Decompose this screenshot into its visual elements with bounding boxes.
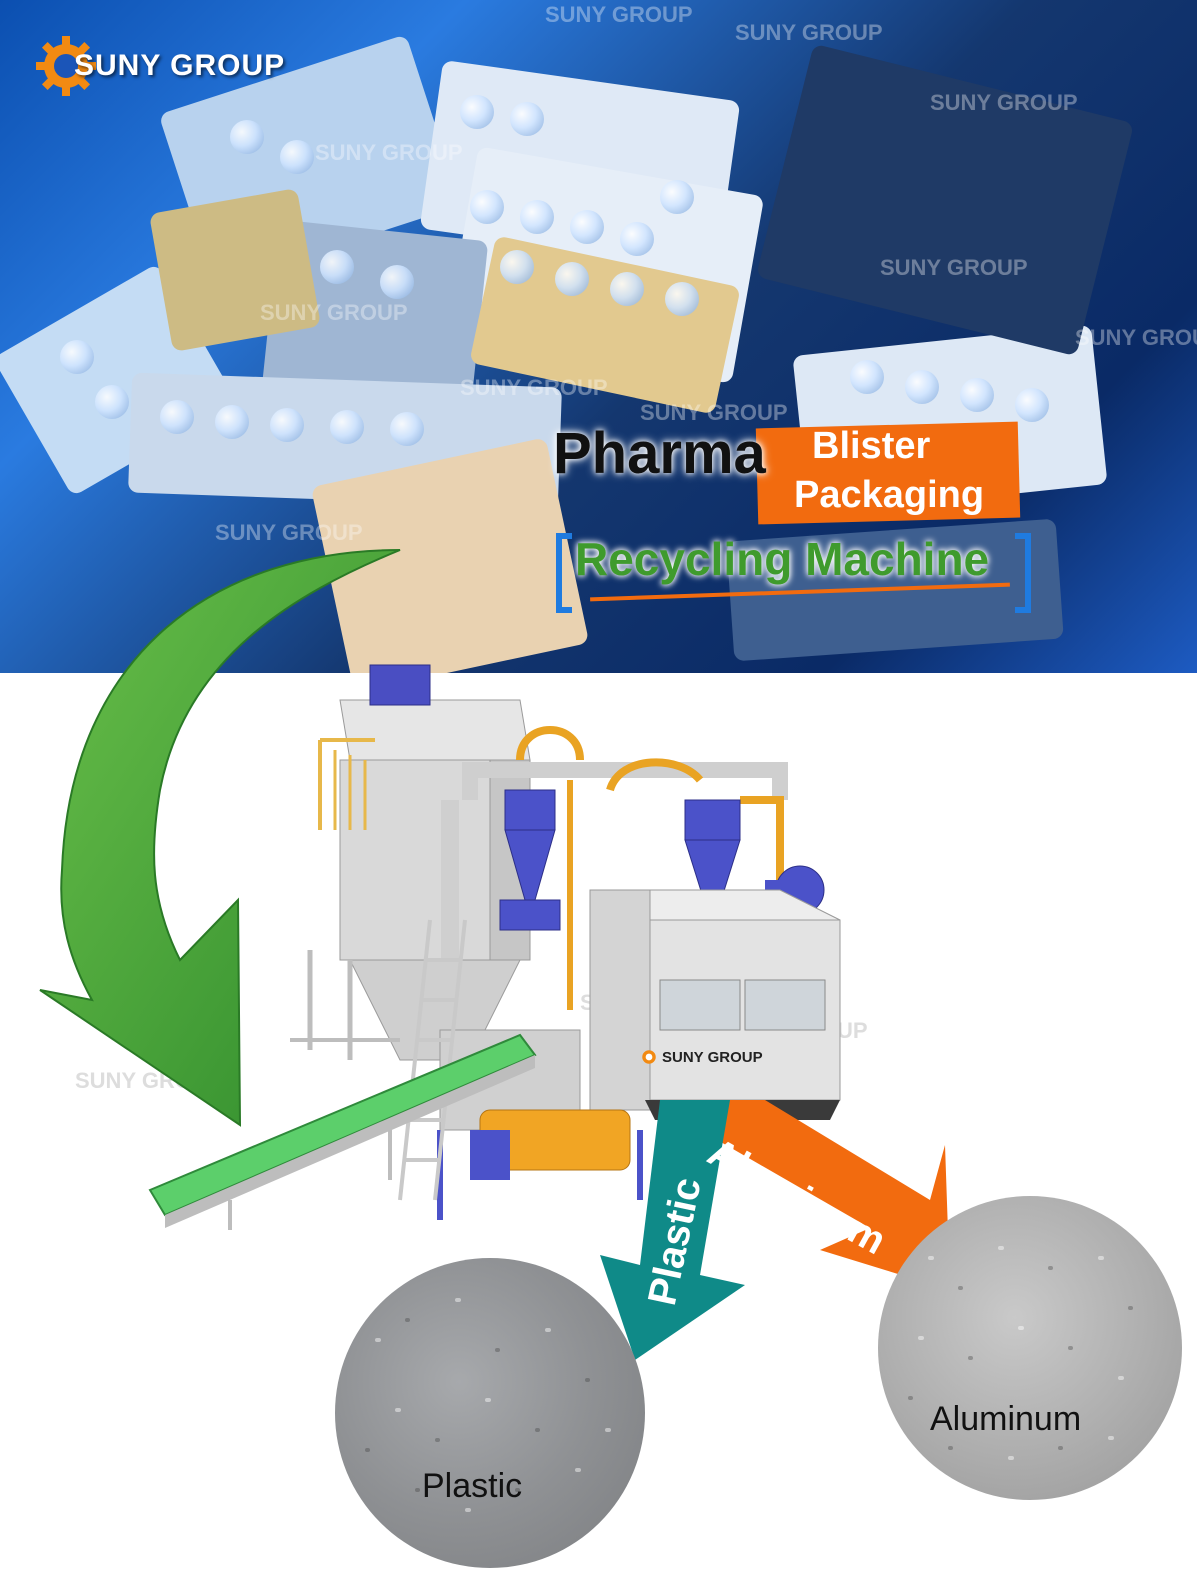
brand-name: SUNY GROUP xyxy=(74,49,286,82)
aluminum-sample-image xyxy=(878,1196,1182,1500)
title-bracket-left xyxy=(556,533,572,613)
watermark: SUNY GROUP xyxy=(315,140,463,165)
machine-brand-label: SUNY GROUP xyxy=(662,1048,763,1066)
plastic-sample-image xyxy=(335,1258,645,1568)
plastic-arrow-icon xyxy=(600,1100,745,1360)
plastic-sample-label: Plastic xyxy=(422,1467,523,1505)
suny-group-logo: SUNY GROUP xyxy=(34,34,285,98)
watermark: SUNY GROUP xyxy=(930,90,1078,115)
separator-cabinet xyxy=(589,889,841,1120)
blister-pack-foil xyxy=(148,188,322,352)
recycling-machine-illustration xyxy=(148,664,841,1230)
watermark: SUNY GROUP xyxy=(880,255,1028,280)
blister-pack-photo: SUNY GROUP SUNY GROUP SUNY GROUP SUNY GR… xyxy=(0,0,1197,673)
watermark: SUNY GROUP xyxy=(460,375,608,400)
title-packaging: Packaging xyxy=(794,474,985,516)
watermark: SUNY GROUP xyxy=(545,2,693,27)
machine-brand-plate: SUNY GROUP xyxy=(640,1048,763,1066)
watermark: SUNY GROUP xyxy=(640,400,788,425)
aluminum-sample-label: Aluminum xyxy=(930,1400,1082,1438)
curved-arrow-icon xyxy=(39,549,401,1127)
title-blister: Blister xyxy=(812,425,931,467)
aluminum-arrow-icon xyxy=(700,1100,950,1290)
output-arrows xyxy=(600,1100,950,1360)
watermark: SUNY GROUP xyxy=(1075,325,1197,350)
access-ladder xyxy=(398,919,467,1201)
dust-collector xyxy=(290,664,531,1061)
watermark: SUNY GROUP xyxy=(735,20,883,45)
gear-icon xyxy=(36,36,96,96)
watermark: SUNY GROUP xyxy=(215,520,363,545)
title-recycling-machine: Recycling Machine xyxy=(575,533,990,585)
title-pharma: Pharma xyxy=(553,421,766,486)
title-bracket-right xyxy=(1015,533,1031,613)
gear-icon xyxy=(642,1050,656,1064)
watermark: SUNY GROUP xyxy=(260,300,408,325)
cyclone-right xyxy=(606,758,825,915)
conveyor-belt xyxy=(148,1033,537,1230)
cyclone-left xyxy=(499,726,584,1010)
